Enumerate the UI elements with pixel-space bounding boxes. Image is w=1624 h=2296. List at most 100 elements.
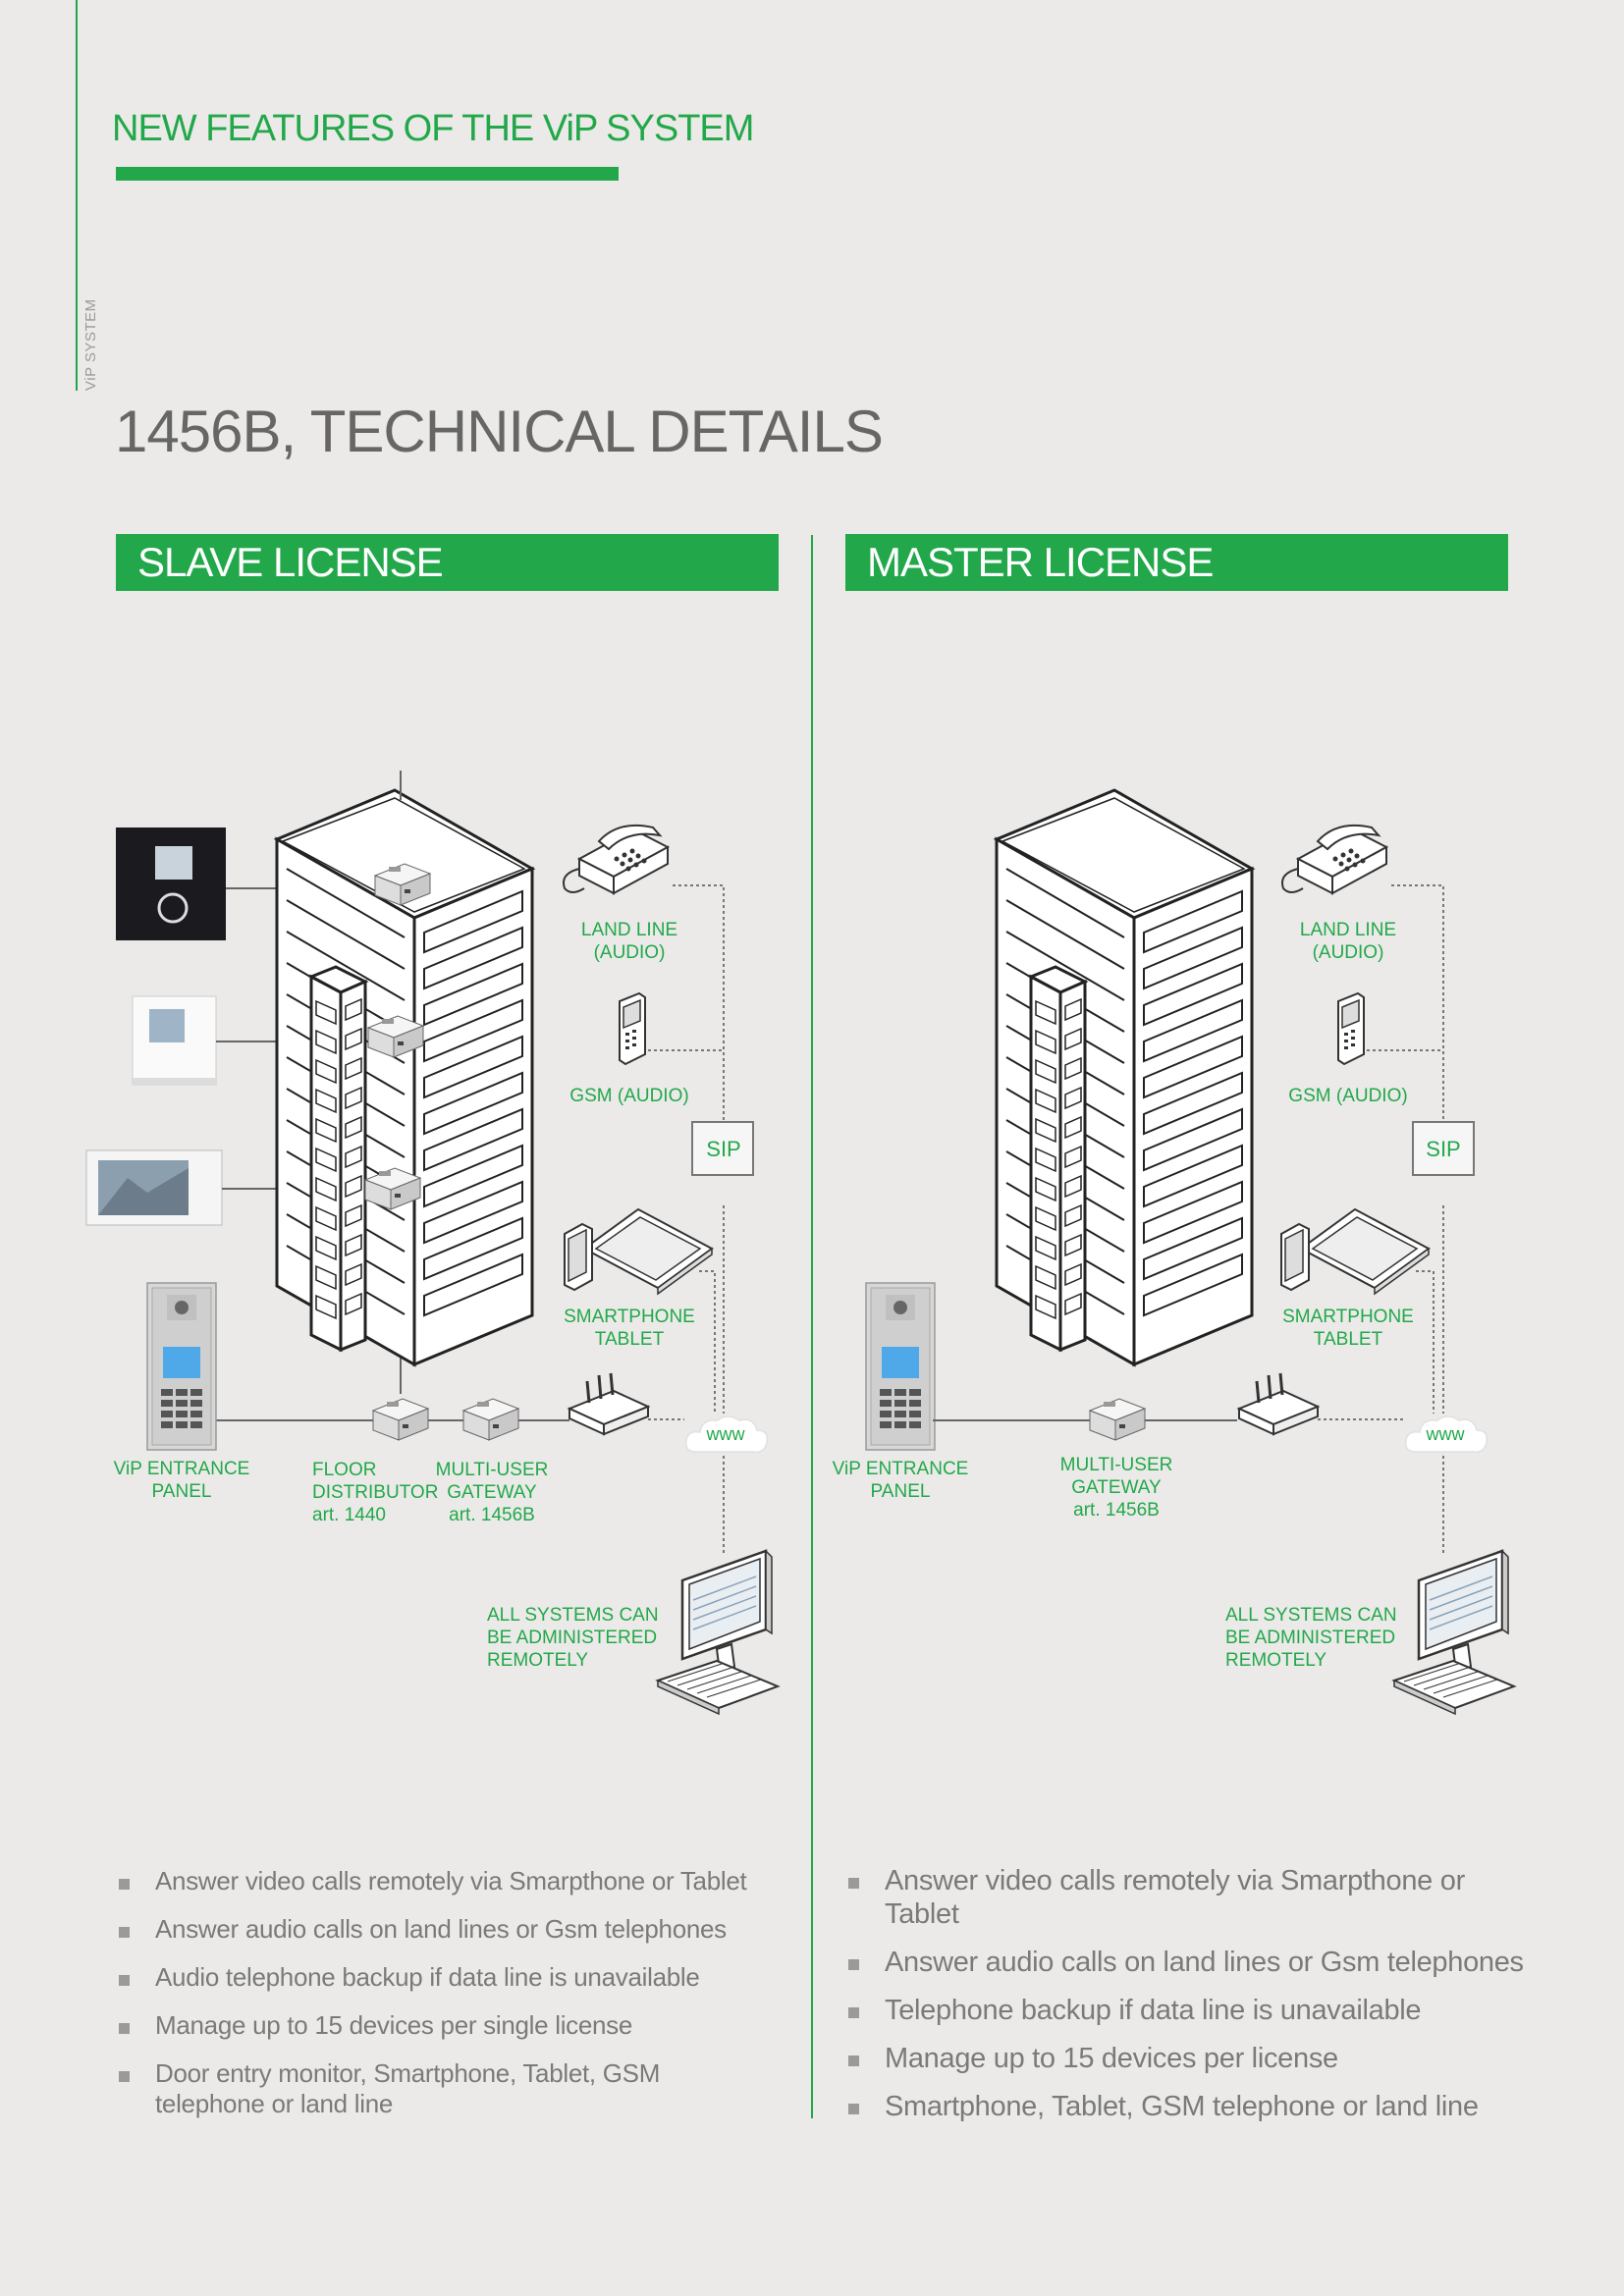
remote-label-line3: REMOTELY — [487, 1650, 589, 1671]
list-item-text: Manage up to 15 devices per single licen… — [155, 2010, 633, 2040]
gateway-label-line1: MULTI-USER — [1059, 1455, 1173, 1475]
sip-box — [1412, 1121, 1475, 1176]
router-icon — [1237, 1371, 1320, 1436]
list-item: Manage up to 15 devices per single licen… — [116, 2010, 764, 2041]
gateway-label-line2: GATEWAY — [1071, 1477, 1162, 1498]
floor-label-line2: DISTRIBUTOR — [312, 1482, 439, 1503]
list-item-text: Door entry monitor, Smartphone, Tablet, … — [155, 2058, 661, 2118]
computer-icon — [1392, 1549, 1516, 1716]
entrance-label-line1: ViP ENTRANCE — [113, 1459, 250, 1479]
remote-admin-label: ALL SYSTEMS CAN BE ADMINISTERED REMOTELY — [1225, 1604, 1397, 1672]
gateway-label-line3: art. 1456B — [1073, 1500, 1160, 1521]
floor-distributor-label: FLOOR DISTRIBUTOR art. 1440 — [312, 1459, 438, 1526]
column-divider — [811, 535, 813, 2118]
master-license-header: MASTER LICENSE — [845, 534, 1508, 591]
land-line-phone-icon — [563, 824, 669, 894]
list-item-text: Audio telephone backup if data line is u… — [155, 1962, 700, 1992]
slave-diagram — [85, 771, 780, 1716]
bullet-square-icon — [848, 2104, 859, 2114]
entrance-label-line2: PANEL — [151, 1481, 212, 1502]
remote-label-line1: ALL SYSTEMS CAN — [1225, 1605, 1397, 1626]
monitor-white-icon — [132, 995, 217, 1086]
left-accent-line — [76, 0, 78, 391]
gsm-label: GSM (AUDIO) — [1288, 1086, 1408, 1106]
land-line-label: LAND LINE (AUDIO) — [1300, 919, 1396, 964]
list-item: Door entry monitor, Smartphone, Tablet, … — [116, 2058, 764, 2119]
list-item: Answer audio calls on land lines or Gsm … — [845, 1946, 1533, 1979]
gateway-label-line1: MULTI-USER — [435, 1460, 549, 1480]
gateway-icon — [462, 1398, 519, 1441]
list-item: Answer audio calls on land lines or Gsm … — [116, 1914, 764, 1945]
list-item-text: Answer audio calls on land lines or Gsm … — [155, 1914, 727, 1944]
list-item: Answer video calls remotely via Smarptho… — [116, 1866, 764, 1896]
bullet-square-icon — [848, 1878, 859, 1889]
smartphone-tablet-label: SMARTPHONE TABLET — [564, 1306, 695, 1351]
master-feature-list: Answer video calls remotely via Smarptho… — [845, 1864, 1533, 2138]
land-line-label-line2: (AUDIO) — [593, 942, 666, 963]
list-item: Audio telephone backup if data line is u… — [116, 1962, 764, 1993]
slave-license-header: SLAVE LICENSE — [116, 534, 779, 591]
remote-label-line2: BE ADMINISTERED — [487, 1628, 658, 1648]
land-line-label-line1: LAND LINE — [580, 920, 678, 940]
list-item-text: Smartphone, Tablet, GSM telephone or lan… — [885, 2091, 1479, 2122]
floor-distributor-icon — [372, 1398, 429, 1441]
bullet-square-icon — [848, 2007, 859, 2018]
gsm-label: GSM (AUDIO) — [569, 1086, 689, 1106]
slave-feature-list: Answer video calls remotely via Smarptho… — [116, 1866, 764, 2137]
bullet-square-icon — [119, 1975, 130, 1986]
smartphone-tablet-label: SMARTPHONE TABLET — [1282, 1306, 1414, 1351]
section-title: NEW FEATURES OF THE ViP SYSTEM — [112, 108, 754, 149]
remote-label-line1: ALL SYSTEMS CAN — [487, 1605, 659, 1626]
list-item-text: Answer audio calls on land lines or Gsm … — [885, 1947, 1524, 1978]
gsm-phone-icon — [619, 992, 646, 1065]
monitor-widescreen-icon — [85, 1149, 223, 1226]
sip-box — [691, 1121, 754, 1176]
router-icon — [568, 1371, 650, 1436]
computer-icon — [656, 1549, 780, 1716]
list-item-text: Answer video calls remotely via Smarptho… — [155, 1866, 747, 1896]
tablet-smartphone-icon — [1280, 1208, 1430, 1295]
list-item: Answer video calls remotely via Smarptho… — [845, 1864, 1533, 1931]
list-item: Telephone backup if data line is unavail… — [845, 1994, 1533, 2027]
entrance-panel-label: ViP ENTRANCE PANEL — [833, 1458, 969, 1503]
gateway-label-line3: art. 1456B — [449, 1505, 535, 1525]
monitor-dark-icon — [116, 828, 226, 940]
remote-label-line3: REMOTELY — [1225, 1650, 1327, 1671]
www-label: www — [706, 1424, 745, 1444]
sip-label: SIP — [1426, 1137, 1461, 1161]
bullet-square-icon — [119, 2071, 130, 2082]
list-item-text: Answer video calls remotely via Smarptho… — [885, 1865, 1465, 1930]
section-underline — [116, 167, 619, 181]
sip-label: SIP — [706, 1137, 741, 1161]
list-item-text: Manage up to 15 devices per license — [885, 2043, 1338, 2074]
land-line-label-line1: LAND LINE — [1299, 920, 1397, 940]
floor-label-line1: FLOOR — [312, 1460, 377, 1480]
remote-admin-label: ALL SYSTEMS CAN BE ADMINISTERED REMOTELY — [487, 1604, 659, 1672]
www-label: www — [1426, 1424, 1465, 1444]
gateway-label: MULTI-USER GATEWAY art. 1456B — [1060, 1454, 1173, 1522]
gateway-label-line2: GATEWAY — [447, 1482, 537, 1503]
floor-label-line3: art. 1440 — [312, 1505, 386, 1525]
entrance-panel-icon — [865, 1282, 936, 1451]
bullet-square-icon — [119, 2023, 130, 2034]
master-diagram — [865, 788, 1516, 1716]
remote-label-line2: BE ADMINISTERED — [1225, 1628, 1396, 1648]
bullet-square-icon — [119, 1927, 130, 1938]
bullet-square-icon — [119, 1879, 130, 1890]
tablet-label: TABLET — [594, 1329, 665, 1350]
entrance-label-line1: ViP ENTRANCE — [832, 1459, 969, 1479]
entrance-panel-label: ViP ENTRANCE PANEL — [114, 1458, 250, 1503]
list-item: Manage up to 15 devices per license — [845, 2042, 1533, 2075]
bullet-square-icon — [848, 2056, 859, 2066]
page-title: 1456B, TECHNICAL DETAILS — [115, 399, 884, 464]
tablet-smartphone-icon — [564, 1208, 713, 1295]
gateway-icon — [1089, 1398, 1146, 1441]
land-line-phone-icon — [1281, 824, 1387, 894]
gateway-label: MULTI-USER GATEWAY art. 1456B — [436, 1459, 549, 1526]
land-line-label: LAND LINE (AUDIO) — [581, 919, 677, 964]
smartphone-label: SMARTPHONE — [564, 1307, 695, 1327]
entrance-panel-icon — [146, 1282, 217, 1451]
gsm-phone-icon — [1337, 992, 1365, 1065]
smartphone-label: SMARTPHONE — [1282, 1307, 1414, 1327]
